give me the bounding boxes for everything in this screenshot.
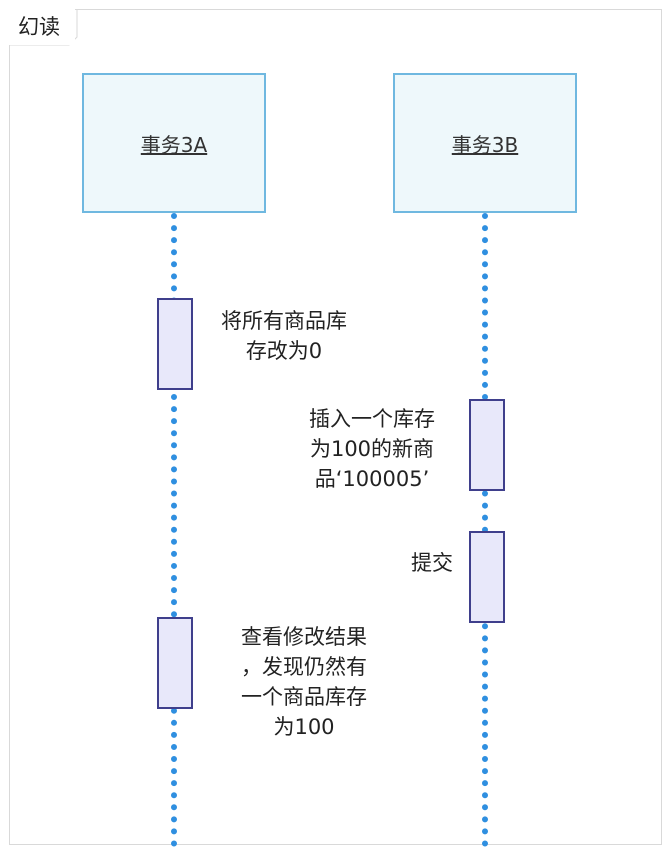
sequence-frame: [9, 9, 662, 845]
message-note-2: 插入一个库存 为100的新商 品‘100005’: [309, 407, 435, 491]
message-note-4: 查看修改结果 ，发现仍然有 一个商品库存 为100: [241, 625, 367, 739]
activation-3a-2[interactable]: [157, 617, 193, 709]
lifeline-line-3a: [171, 213, 177, 847]
lifeline-box-3a[interactable]: 事务3A: [82, 73, 266, 213]
frame-title: 幻读: [9, 9, 75, 45]
lifeline-name-3b: 事务3B: [451, 132, 519, 157]
lifeline-box-3b[interactable]: 事务3B: [393, 73, 577, 213]
activation-3a-1[interactable]: [157, 298, 193, 390]
message-note-3: 提交: [411, 551, 453, 575]
lifeline-name-3a: 事务3A: [140, 132, 208, 157]
lifeline-line-3b: [482, 213, 488, 847]
message-note-1: 将所有商品库 存改为0: [221, 309, 347, 363]
activation-3b-1[interactable]: [469, 399, 505, 491]
activation-3b-2[interactable]: [469, 531, 505, 623]
